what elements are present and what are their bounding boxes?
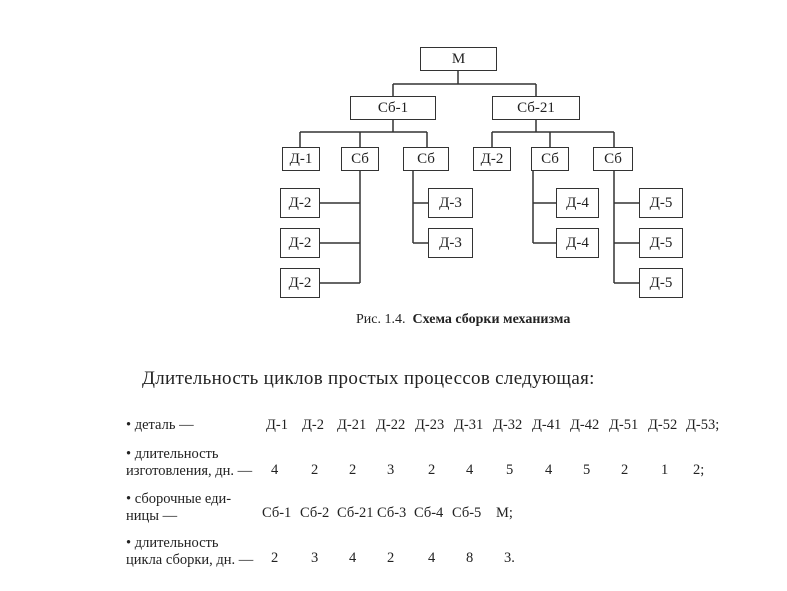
row2-value: 4 (466, 462, 474, 478)
row1-value: Д-1 (266, 417, 288, 433)
row1-value: Д-51 (609, 417, 639, 433)
row4-value: 4 (349, 550, 357, 566)
row3-value: Сб-21 (337, 505, 374, 521)
caption-title: Схема сборки механизма (412, 312, 571, 327)
row2-value: 5 (583, 462, 591, 478)
node-d-2: Д-2 (473, 147, 511, 171)
row1-value: Д-53; (686, 417, 720, 433)
node-sb-d: Сб (593, 147, 633, 171)
row1-value: Д-2 (302, 417, 324, 433)
row3-label-a: • сборочные еди- (126, 491, 232, 507)
row3-value: Сб-2 (300, 505, 330, 521)
row1-value: Д-22 (376, 417, 406, 433)
row2-value: 2 (621, 462, 629, 478)
row3-value: Сб-5 (452, 505, 482, 521)
row2-value: 1 (661, 462, 669, 478)
node-sb-1: Сб-1 (350, 96, 436, 120)
row2-label-a: • длительность (126, 446, 219, 462)
node-sb-a: Сб (341, 147, 379, 171)
row4-value: 3 (311, 550, 319, 566)
node-d-3-2: Д-3 (428, 228, 473, 258)
row4-value: 2 (271, 550, 279, 566)
node-sb-c: Сб (531, 147, 569, 171)
node-d-2-2: Д-2 (280, 228, 320, 258)
row4-label-a: • длительность (126, 535, 219, 551)
node-d-2-1: Д-2 (280, 188, 320, 218)
row1-value: Д-31 (454, 417, 484, 433)
node-d-3-1: Д-3 (428, 188, 473, 218)
node-sb-21: Сб-21 (492, 96, 580, 120)
row1-value: Д-52 (648, 417, 678, 433)
row3-value: Сб-1 (262, 505, 292, 521)
row4-value: 4 (428, 550, 436, 566)
row2-value: 3 (387, 462, 395, 478)
node-d-4-1: Д-4 (556, 188, 599, 218)
row4-value: 8 (466, 550, 474, 566)
row2-label-b: изготовления, дн. — (126, 463, 253, 479)
row2-value: 2; (693, 462, 705, 478)
node-d-5-1: Д-5 (639, 188, 683, 218)
row2-value: 2 (311, 462, 319, 478)
row1-label: • деталь — (126, 417, 194, 433)
row2-value: 2 (349, 462, 357, 478)
node-d-5-3: Д-5 (639, 268, 683, 298)
caption-prefix: Рис. 1.4. (356, 312, 406, 327)
node-d-2-3: Д-2 (280, 268, 320, 298)
row2-value: 4 (271, 462, 279, 478)
row4-label-b: цикла сборки, дн. — (126, 552, 254, 568)
section-heading: Длительность циклов простых процессов сл… (142, 368, 595, 389)
row3-value: Сб-3 (377, 505, 407, 521)
row1-value: Д-32 (493, 417, 523, 433)
node-d-1: Д-1 (282, 147, 320, 171)
node-d-5-2: Д-5 (639, 228, 683, 258)
row1-value: Д-21 (337, 417, 367, 433)
row2-value: 2 (428, 462, 436, 478)
node-d-4-2: Д-4 (556, 228, 599, 258)
row2-value: 4 (545, 462, 553, 478)
row3-value: М; (496, 505, 513, 521)
row4-value: 2 (387, 550, 395, 566)
row1-value: Д-41 (532, 417, 562, 433)
row3-label-b: ницы — (126, 508, 178, 524)
row2-value: 5 (506, 462, 514, 478)
row4-value: 3. (504, 550, 515, 566)
node-sb-b: Сб (403, 147, 449, 171)
row1-value: Д-23 (415, 417, 445, 433)
node-root: М (420, 47, 497, 71)
figure-caption: Рис. 1.4. Схема сборки механизма (356, 312, 570, 328)
row3-value: Сб-4 (414, 505, 444, 521)
row1-value: Д-42 (570, 417, 600, 433)
